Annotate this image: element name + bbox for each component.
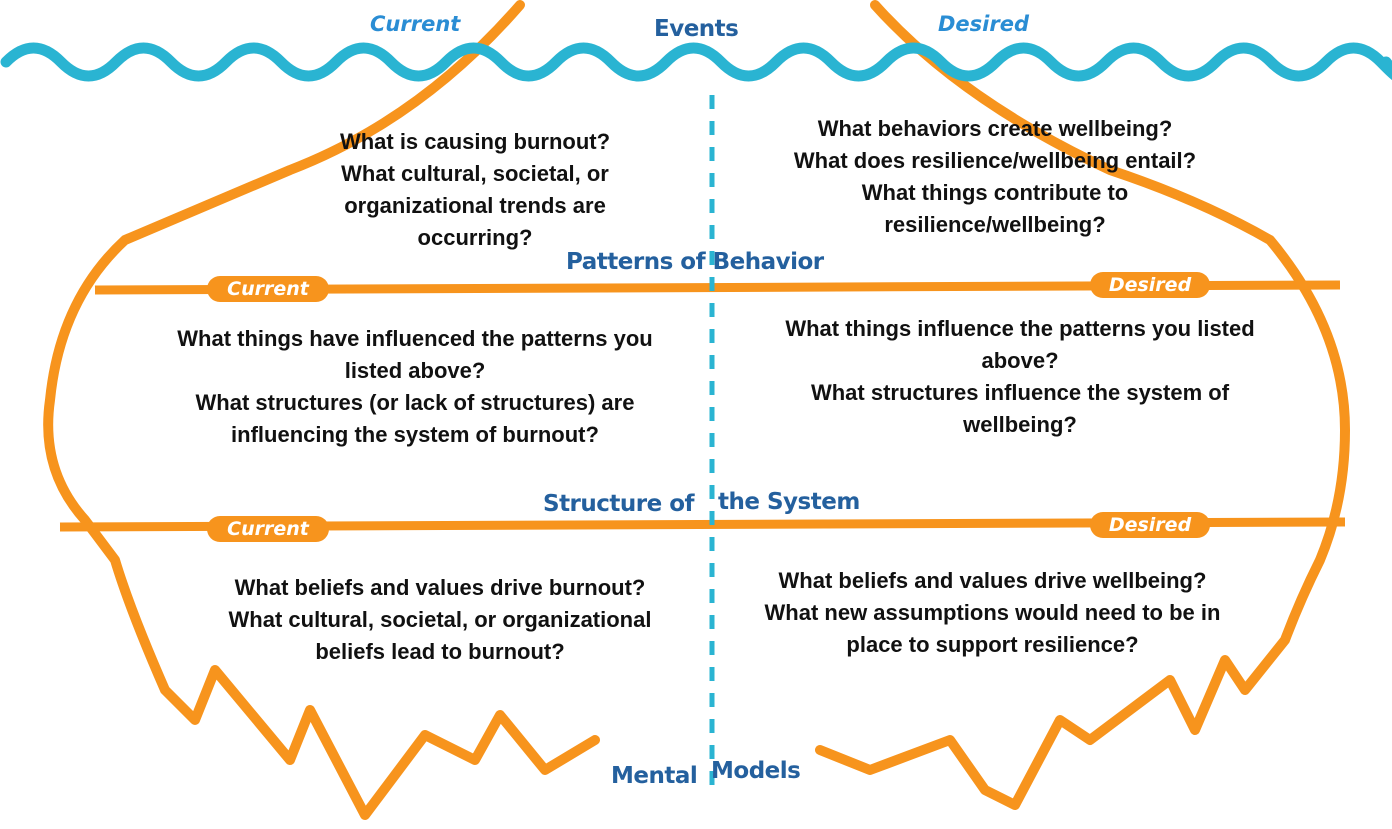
- question-line: occurring?: [417, 225, 533, 250]
- question-line: influencing the system of burnout?: [231, 422, 599, 447]
- iceberg-outline: [43, 0, 1350, 820]
- question-line: What cultural, societal, or organization…: [228, 607, 652, 632]
- question-line: What things contribute to: [861, 180, 1129, 205]
- events-title: Events: [654, 16, 739, 42]
- question-line: What things influence the patterns you l…: [785, 316, 1255, 341]
- events-desired-questions: What behaviors create wellbeing? What do…: [755, 113, 1235, 241]
- question-line: What new assumptions would need to be in: [764, 600, 1221, 625]
- question-line: What beliefs and values drive wellbeing?: [778, 568, 1207, 593]
- structure-title-right: the System: [718, 489, 860, 515]
- question-line: What structures influence the system of: [810, 380, 1230, 405]
- events-desired-label: Desired: [938, 12, 1030, 36]
- question-line: What is causing burnout?: [339, 129, 611, 154]
- mental-title-right: Models: [711, 758, 801, 784]
- desired-pill-patterns: Desired: [1090, 272, 1210, 298]
- current-pill-structure: Current: [207, 516, 329, 542]
- question-line: beliefs lead to burnout?: [315, 639, 565, 664]
- patterns-desired-questions: What things influence the patterns you l…: [745, 313, 1295, 441]
- mental-current-questions: What beliefs and values drive burnout? W…: [190, 572, 690, 668]
- events-current-label: Current: [370, 12, 461, 36]
- events-current-questions: What is causing burnout? What cultural, …: [280, 126, 670, 254]
- question-line: What behaviors create wellbeing?: [817, 116, 1173, 141]
- patterns-current-questions: What things have influenced the patterns…: [135, 323, 695, 451]
- structure-title-left: Structure of: [543, 491, 695, 517]
- question-line: place to support resilience?: [846, 632, 1139, 657]
- question-line: wellbeing?: [963, 412, 1077, 437]
- question-line: listed above?: [344, 358, 486, 383]
- question-line: resilience/wellbeing?: [884, 212, 1106, 237]
- question-line: organizational trends are: [344, 193, 606, 218]
- waterline-wave: [0, 42, 1392, 82]
- question-line: What cultural, societal, or: [341, 161, 609, 186]
- mental-desired-questions: What beliefs and values drive wellbeing?…: [730, 565, 1255, 661]
- patterns-of-behavior-title: Patterns of Behavior: [566, 249, 824, 275]
- question-line: What structures (or lack of structures) …: [195, 390, 635, 415]
- question-line: What beliefs and values drive burnout?: [234, 575, 646, 600]
- mental-title-left: Mental: [611, 763, 698, 789]
- current-pill-patterns: Current: [207, 276, 329, 302]
- question-line: What does resilience/wellbeing entail?: [793, 148, 1197, 173]
- question-line: What things have influenced the patterns…: [177, 326, 653, 351]
- question-line: above?: [981, 348, 1059, 373]
- desired-pill-structure: Desired: [1090, 512, 1210, 538]
